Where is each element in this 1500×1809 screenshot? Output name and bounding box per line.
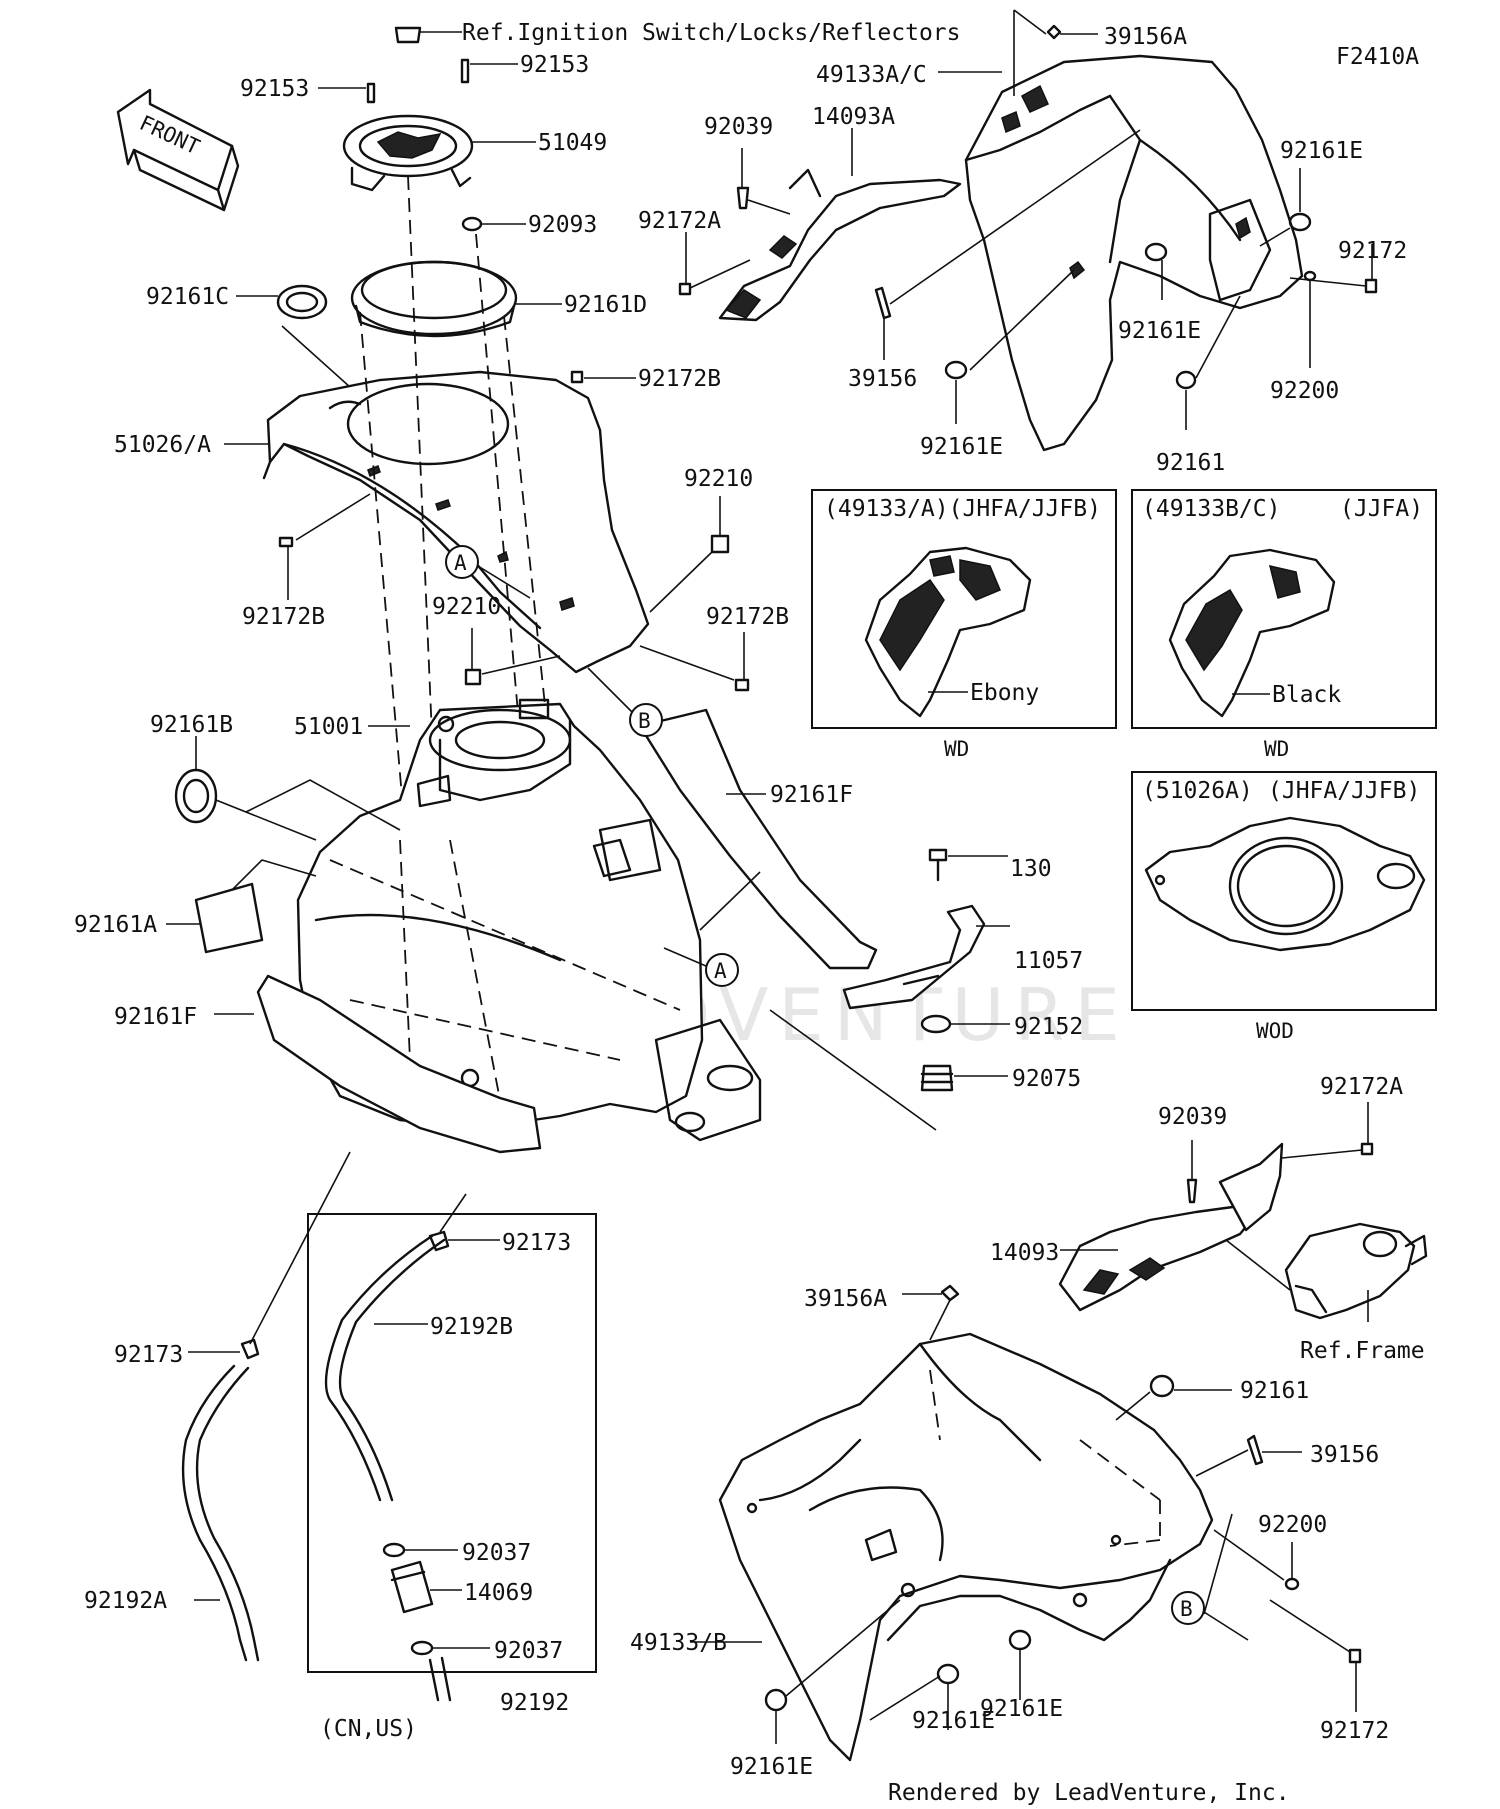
figure-code: F2410A xyxy=(1336,44,1419,70)
svg-text:B: B xyxy=(638,709,651,733)
label-130: 130 xyxy=(1010,856,1052,882)
label-92161e-b2: 92161E xyxy=(912,1708,995,1734)
svg-text:A: A xyxy=(454,551,467,575)
inset-49133a-caption: WD xyxy=(944,737,969,761)
label-11057: 11057 xyxy=(1014,948,1083,974)
label-92173-left: 92173 xyxy=(114,1342,183,1368)
label-92161b: 92161B xyxy=(150,712,233,738)
side-panel-14093 xyxy=(1058,1102,1374,1312)
label-49133ac: 49133A/C xyxy=(816,62,927,88)
label-92161e-b1: 92161E xyxy=(730,1754,813,1780)
label-92172-top: 92172 xyxy=(1338,238,1407,264)
label-39156a-bottom: 39156A xyxy=(804,1286,887,1312)
label-92172b-left: 92172B xyxy=(242,604,325,630)
label-92153-right: 92153 xyxy=(520,52,589,78)
label-39156-top: 39156 xyxy=(848,366,917,392)
label-92210-right: 92210 xyxy=(684,466,753,492)
side-panel-14093a xyxy=(678,128,962,322)
label-14093a: 14093A xyxy=(812,104,895,130)
label-51001: 51001 xyxy=(294,714,363,740)
label-92075: 92075 xyxy=(1012,1066,1081,1092)
pad-92161f-right xyxy=(638,708,878,970)
pad-92161f-left xyxy=(214,974,542,1154)
label-cn-us: (CN,US) xyxy=(320,1716,417,1742)
label-92210-mid: 92210 xyxy=(432,594,501,620)
label-ref-ignition: Ref.Ignition Switch/Locks/Reflectors xyxy=(462,20,961,46)
label-92161-bottom: 92161 xyxy=(1240,1378,1309,1404)
inset-51026a-header-left: (51026A) xyxy=(1142,778,1253,804)
label-92200-top: 92200 xyxy=(1270,378,1339,404)
inset-49133bc-color: Black xyxy=(1272,682,1341,708)
frame-reference xyxy=(1225,1222,1428,1322)
label-92161c: 92161C xyxy=(146,284,229,310)
label-92161f-right: 92161F xyxy=(770,782,853,808)
callout-a-1: A xyxy=(445,545,531,599)
label-92037-b: 92037 xyxy=(494,1638,563,1664)
inset-51026a-caption: WOD xyxy=(1256,1019,1294,1043)
label-92153-left: 92153 xyxy=(240,76,309,102)
label-92192b: 92192B xyxy=(430,1314,513,1340)
label-92173-right: 92173 xyxy=(502,1230,571,1256)
footer-credit: Rendered by LeadVenture, Inc. xyxy=(888,1780,1290,1806)
label-92192a: 92192A xyxy=(84,1588,167,1614)
label-92161d: 92161D xyxy=(564,292,647,318)
label-ref-frame: Ref.Frame xyxy=(1300,1338,1425,1364)
label-92200-bottom: 92200 xyxy=(1258,1512,1327,1538)
inset-49133bc-caption: WD xyxy=(1264,737,1289,761)
label-39156a-top: 39156A xyxy=(1104,24,1187,50)
inset-51026a-header-right: (JHFA/JJFB) xyxy=(1268,778,1420,804)
label-92152: 92152 xyxy=(1014,1014,1083,1040)
label-92161e-mid: 92161E xyxy=(1118,318,1201,344)
front-cover-lower xyxy=(690,1284,1362,1762)
inset-49133a: (49133/A)(JHFA/JJFB) Ebony WD xyxy=(811,489,1117,761)
svg-text:B: B xyxy=(1180,1597,1193,1621)
bracket-assembly xyxy=(769,848,1010,1131)
label-51049: 51049 xyxy=(538,130,607,156)
callout-b-1: B xyxy=(587,667,663,737)
label-92172a-top: 92172A xyxy=(638,208,721,234)
label-92039-bottom: 92039 xyxy=(1158,1104,1227,1130)
label-92161e-top: 92161E xyxy=(1280,138,1363,164)
label-92192: 92192 xyxy=(500,1690,569,1716)
inset-49133a-header: (49133/A)(JHFA/JJFB) xyxy=(824,496,1101,522)
label-51026a: 51026/A xyxy=(114,432,211,458)
inset-49133a-color: Ebony xyxy=(970,680,1039,706)
label-92172-bottom: 92172 xyxy=(1320,1718,1389,1744)
fuel-tank xyxy=(296,698,762,1142)
label-92161f-left: 92161F xyxy=(114,1004,197,1030)
label-92172a-bottom: 92172A xyxy=(1320,1074,1403,1100)
callout-a-2: A xyxy=(663,947,739,987)
label-92093: 92093 xyxy=(528,212,597,238)
inset-49133bc-header-right: (JJFA) xyxy=(1340,496,1423,522)
label-39156-bottom: 39156 xyxy=(1310,1442,1379,1468)
label-92161e-low: 92161E xyxy=(920,434,1003,460)
front-arrow-icon: FRONT xyxy=(116,88,240,212)
label-92161e-b3: 92161E xyxy=(980,1696,1063,1722)
svg-text:A: A xyxy=(714,959,727,983)
label-92037-a: 92037 xyxy=(462,1540,531,1566)
label-92161-top: 92161 xyxy=(1156,450,1225,476)
label-92161a: 92161A xyxy=(74,912,157,938)
label-92172b-top: 92172B xyxy=(638,366,721,392)
hose-92192a xyxy=(181,1151,351,1662)
callout-b-2: B xyxy=(1171,1513,1249,1641)
filler-cap-assembly xyxy=(224,26,750,821)
inset-49133bc: (49133B/C) (JJFA) Black WD xyxy=(1131,489,1437,761)
front-cover-upper xyxy=(874,9,1378,452)
label-92039-top: 92039 xyxy=(704,114,773,140)
label-14069: 14069 xyxy=(464,1580,533,1606)
label-14093: 14093 xyxy=(990,1240,1059,1266)
inset-49133bc-header-left: (49133B/C) xyxy=(1142,496,1280,522)
hose-box-cn-us xyxy=(307,1193,597,1702)
pad-92161a xyxy=(166,859,317,954)
inset-51026a: (51026A) (JHFA/JJFB) WOD xyxy=(1131,771,1437,1043)
grommet-92161b xyxy=(174,736,401,841)
label-49133b: 49133/B xyxy=(630,1630,727,1656)
label-92172b-right: 92172B xyxy=(706,604,789,630)
